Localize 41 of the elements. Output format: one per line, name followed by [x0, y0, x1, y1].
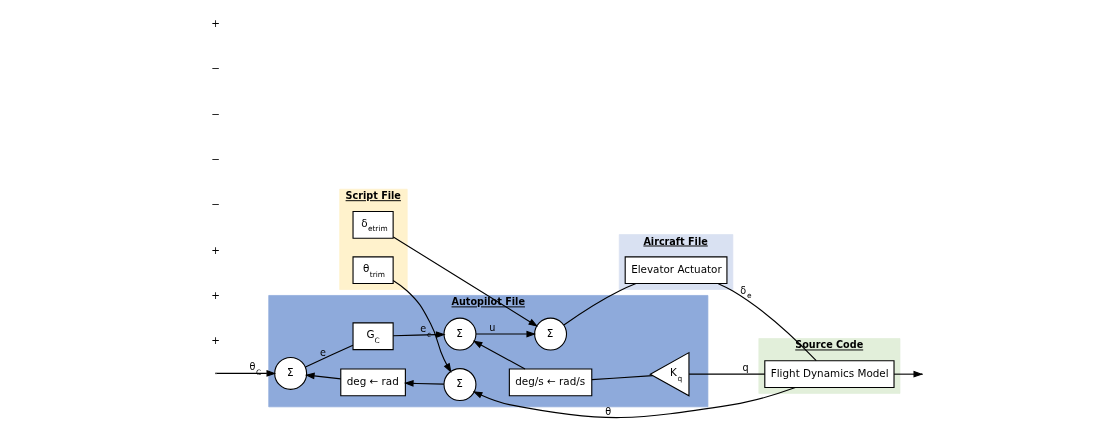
label: +: [210, 334, 220, 347]
label: −: [210, 62, 220, 75]
arrow: [392, 279, 452, 373]
arrow: [392, 236, 538, 327]
node-circle: Σ: [273, 356, 307, 390]
node-box: deg ← rad: [339, 368, 406, 397]
node-box: G$_{C}$: [351, 322, 394, 351]
node-circle: Σ: [442, 368, 476, 402]
label: −: [210, 153, 220, 166]
node-box: Flight Dynamics Model: [763, 360, 895, 389]
label: +: [210, 243, 220, 256]
arrow: [893, 370, 923, 378]
node-circle: Σ: [442, 317, 476, 351]
arrow: [472, 386, 796, 419]
label: −: [210, 107, 220, 120]
connector: [304, 344, 353, 368]
arrow: [215, 370, 276, 377]
arrow: [392, 331, 446, 339]
label: +: [210, 17, 220, 30]
edge-label: θ$_{C}$: [248, 361, 261, 377]
edge-label: θ: [604, 406, 611, 418]
edge-label: δ$_{e}$: [739, 284, 752, 301]
arrow: [474, 330, 536, 338]
node-box: δ$_{etrim}$: [351, 210, 394, 239]
edge-label: q: [742, 362, 749, 374]
arrow: [472, 340, 526, 370]
node-box: θ$_{trim}$: [351, 256, 394, 285]
connector: [717, 283, 817, 362]
arrow: [403, 380, 444, 387]
node-box: Elevator Actuator: [624, 256, 727, 285]
arrow: [304, 372, 341, 380]
connector: [562, 283, 637, 326]
edge-label: e$_{c}$: [419, 323, 431, 339]
node-box: deg/s ← rad/s: [508, 368, 592, 397]
label: +: [210, 288, 220, 301]
connector: [687, 373, 765, 375]
edge-label: e: [319, 346, 326, 358]
edge-label: u: [488, 322, 495, 334]
label: −: [210, 198, 220, 211]
node-circle: Σ: [533, 317, 567, 351]
connector: [590, 375, 653, 381]
